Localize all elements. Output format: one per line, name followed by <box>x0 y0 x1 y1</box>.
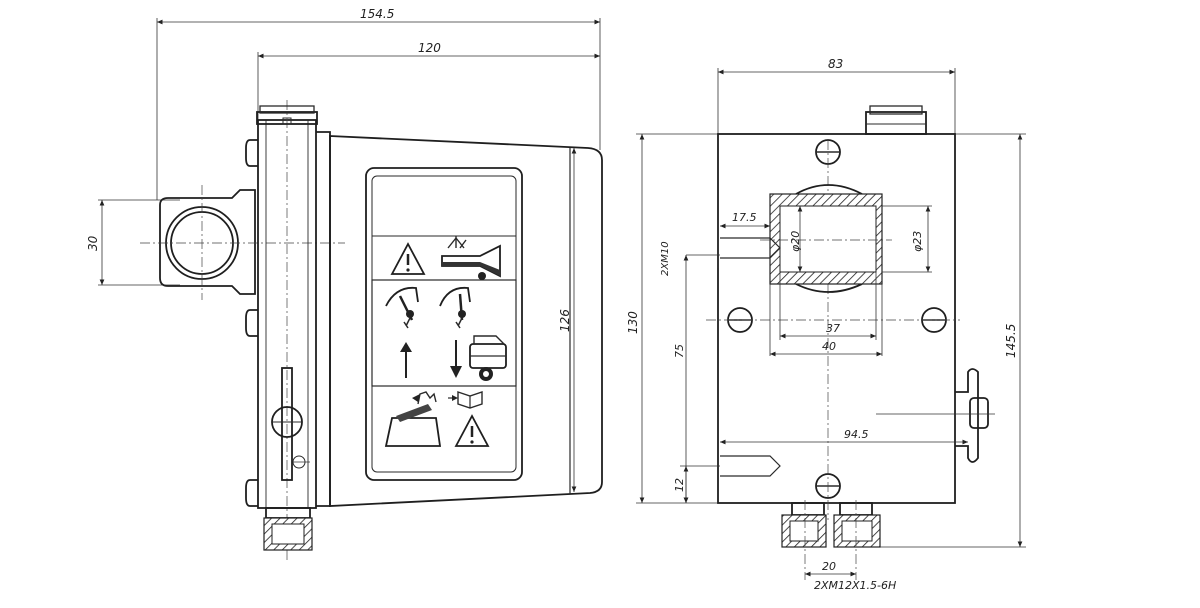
dim-label-40: 40 <box>822 340 836 353</box>
dim-overall-height: 145.5 <box>880 133 1026 548</box>
dim-label-94-5: 94.5 <box>844 428 869 441</box>
bore-section <box>760 184 892 293</box>
dim-label-port-thread: 2XM12X1.5-6H <box>814 579 896 592</box>
lower-thread-port: 12 <box>673 455 781 503</box>
valve-block <box>717 133 956 504</box>
lever-position-icon-right <box>439 286 471 329</box>
side-thread-port: 17.5 2XM10 <box>660 211 781 276</box>
dim-label-2xm10: 2XM10 <box>660 241 671 276</box>
pump-column <box>245 100 318 560</box>
side-port-boss <box>140 185 345 300</box>
spray-nozzle-icon <box>441 236 501 280</box>
side-view: 154.5 120 30 126 <box>86 7 603 560</box>
dim-label-17-5: 17.5 <box>732 211 757 224</box>
warning-triangle-icon <box>390 242 426 275</box>
bottom-fittings <box>781 500 881 580</box>
dim-label-phi20: φ20 <box>789 231 802 252</box>
dim-label-126: 126 <box>558 309 572 332</box>
dim-label-75: 75 <box>673 344 686 358</box>
dump-truck-icon <box>469 335 507 381</box>
tipping-hand-icon <box>384 391 442 447</box>
dim-label-130: 130 <box>626 311 640 334</box>
dim-port-spacing: 20 2XM12X1.5-6H <box>805 560 896 592</box>
tank-body <box>316 131 603 507</box>
dim-label-37: 37 <box>826 322 840 335</box>
dim-label-30: 30 <box>86 235 100 251</box>
dim-bore-diameters: φ20 φ23 <box>789 205 932 273</box>
dim-overall-width: 154.5 <box>156 7 601 200</box>
handle-lever: 94.5 <box>720 368 995 463</box>
dim-height: 126 <box>558 148 577 492</box>
dim-port-height: 30 <box>86 199 180 286</box>
dim-label-83: 83 <box>828 57 843 71</box>
dim-label-20: 20 <box>822 560 836 573</box>
top-cap-fitting <box>865 105 927 135</box>
arrow-up-icon <box>400 342 412 378</box>
arrow-down-icon <box>450 340 462 378</box>
dim-bore-widths: 37 40 <box>769 272 883 357</box>
dim-label-145-5: 145.5 <box>1004 324 1018 358</box>
dim-body-width: 120 <box>257 41 600 120</box>
lever-position-icon-left <box>385 286 419 329</box>
dim-width: 83 <box>717 57 956 134</box>
dim-center-height: 75 <box>673 255 689 503</box>
warning-label-plate <box>365 167 523 481</box>
dim-label-154-5: 154.5 <box>360 7 394 21</box>
dim-label-120: 120 <box>418 41 441 55</box>
front-view: 83 130 145.5 <box>626 57 1026 592</box>
dim-height: 130 <box>626 133 720 504</box>
dim-label-phi23: φ23 <box>911 231 924 252</box>
warning-triangle-icon <box>454 414 490 447</box>
dim-label-12: 12 <box>673 478 686 492</box>
book-icon <box>448 391 483 409</box>
